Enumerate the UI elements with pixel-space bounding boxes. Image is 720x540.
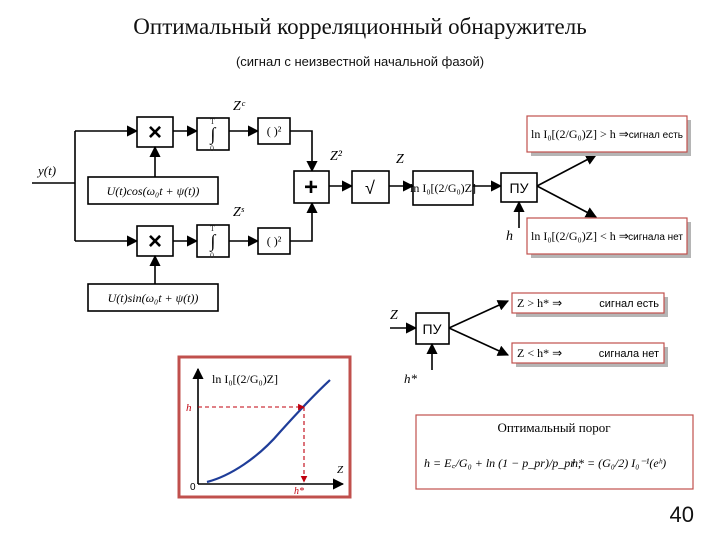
- threshold-formula-h: h = E꜀/G₀ + ln (1 − p_pr)/p_pr ,: [424, 456, 581, 470]
- graph-curve: [206, 379, 331, 484]
- ref-sin-label: U(t)sin(ω₀t + ψ(t)): [108, 291, 199, 305]
- decision2-threshold-label: h*: [404, 371, 418, 386]
- svg-text:0: 0: [210, 251, 214, 260]
- top-to-sum-line: [290, 130, 318, 173]
- threshold-formula-box: [415, 414, 694, 490]
- multiplier-top: [136, 116, 174, 148]
- decision2-yes-formula: Z > h* ⇒: [517, 296, 562, 310]
- ref-sin-block: [87, 283, 219, 312]
- decision2-no-text: сигнала нет: [599, 348, 659, 360]
- ref-cos-block: [87, 176, 219, 205]
- pu2-yes-arrow: [448, 300, 510, 329]
- decision1-yes-text: сигнал есть: [629, 130, 683, 141]
- graph-y-label: h: [186, 402, 192, 414]
- graph-curve-label: ln I₀[(2/G₀)Z]: [212, 372, 278, 386]
- decision2-z-label: Z: [390, 308, 398, 323]
- sqrt-block: [351, 170, 390, 204]
- zs-label: Zˢ: [233, 205, 245, 220]
- bottom-to-sum-line: [290, 201, 318, 242]
- sum-symbol: +: [304, 174, 318, 201]
- pu1-no-arrow: [536, 185, 597, 218]
- decision1-no-box: [526, 217, 688, 255]
- summer-block: [293, 170, 330, 204]
- decision-device-1: [500, 172, 538, 203]
- decision2-no-formula: Z < h* ⇒: [517, 346, 562, 360]
- square-symbol-top: ( )²: [267, 124, 282, 138]
- integral-symbol-bottom: ∫: [210, 231, 217, 252]
- pu2-no-arrow: [448, 327, 510, 356]
- svg-text:T: T: [210, 224, 215, 233]
- decision2-no-box: [511, 342, 665, 364]
- decision1-no-formula: ln I₀[(2/G₀)Z] < h ⇒: [531, 229, 629, 243]
- integral-symbol-top: ∫: [210, 124, 217, 145]
- threshold-graph-frame: [177, 355, 352, 499]
- integrator-top: [196, 117, 230, 151]
- decision1-no-text: сигнала нет: [628, 232, 683, 243]
- threshold-heading: Оптимальный порог: [497, 420, 610, 435]
- decision1-yes-formula: ln I₀[(2/G₀)Z] > h ⇒: [531, 127, 629, 141]
- slide-title: Оптимальный корреляционный обнаружитель: [133, 14, 587, 39]
- z2-label: Z²: [330, 149, 343, 164]
- graph-origin-label: 0: [190, 482, 196, 493]
- page-number: 40: [669, 502, 694, 527]
- sqrt-symbol: √: [365, 178, 375, 198]
- decision2-yes-text: сигнал есть: [599, 298, 659, 310]
- bessel-label: ln I₀[(2/G₀)Z]: [410, 181, 476, 195]
- graph-x-marker-label: h*: [294, 486, 304, 497]
- bessel-block: [412, 170, 474, 206]
- pu-label-2: ПУ: [423, 321, 442, 337]
- threshold-formula-hstar: h* = (G₀/2) I₀⁻¹(eʰ): [572, 456, 666, 470]
- graph-x-label: Z: [337, 464, 344, 476]
- input-label: y(t): [36, 163, 56, 178]
- svg-text:0: 0: [210, 144, 214, 153]
- svg-text:T: T: [210, 117, 215, 126]
- ref-cos-label: U(t)cos(ω₀t + ψ(t)): [107, 184, 200, 198]
- zc-label: Zᶜ: [233, 99, 246, 114]
- pu1-yes-arrow: [536, 154, 597, 187]
- pu-label-1: ПУ: [510, 180, 529, 196]
- decision2-yes-box: [511, 292, 665, 314]
- z-label: Z: [396, 152, 404, 167]
- multiply-symbol-top: ×: [148, 119, 162, 146]
- slide-subtitle: (сигнал с неизвестной начальной фазой): [235, 54, 485, 69]
- square-symbol-bottom: ( )²: [267, 234, 282, 248]
- threshold-h-label: h: [506, 229, 513, 244]
- decision1-yes-box: [526, 115, 688, 153]
- multiply-symbol-bottom: ×: [148, 228, 162, 255]
